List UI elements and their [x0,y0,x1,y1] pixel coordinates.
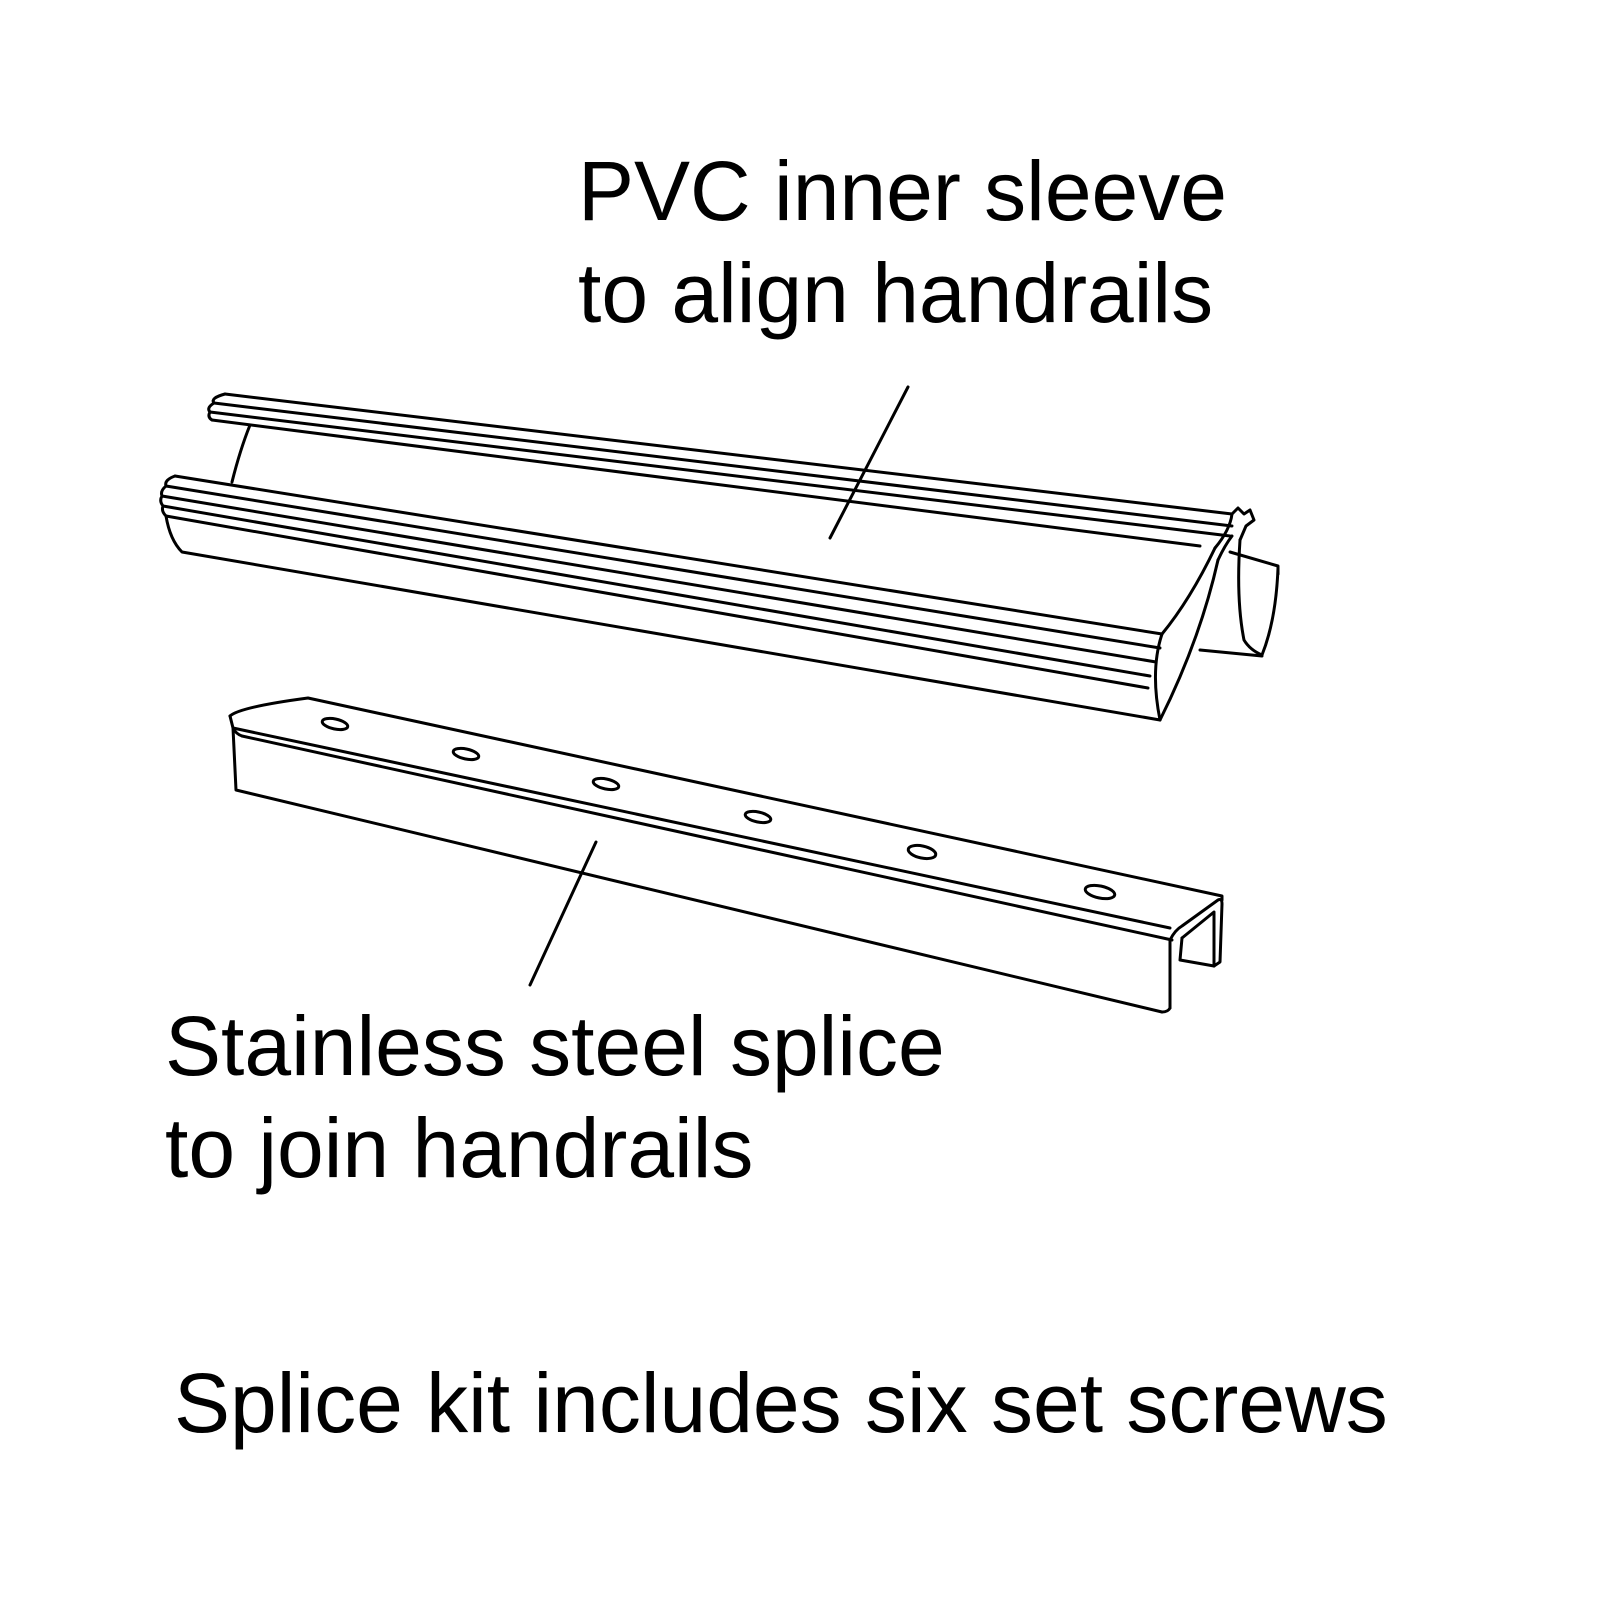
kit-contents-note-text: Splice kit includes six set screws [174,1356,1388,1450]
screw-hole [320,716,350,732]
splice-label: Stainless steel splice to join handrails [165,995,945,1199]
sleeve-back-lip [1228,550,1280,576]
screw-hole [906,843,938,861]
screw-hole [591,776,621,792]
sleeve-label-line2: to align handrails [578,246,1214,340]
kit-contents-note: Splice kit includes six set screws [174,1352,1388,1454]
splice-top-face [228,696,1224,902]
screw-hole [743,809,773,825]
sleeve-bottom-edge [164,514,1162,722]
sleeve-leader-line [828,385,910,540]
sleeve-back-lip-base [1198,648,1264,658]
stainless-steel-splice [228,696,1224,1014]
sleeve-inner-curve-left [230,423,252,484]
screw-hole [451,746,481,762]
sleeve-label-line1: PVC inner sleeve [578,144,1227,238]
splice-label-line1: Stainless steel splice [165,999,945,1093]
sleeve-label: PVC inner sleeve to align handrails [578,140,1227,344]
screw-hole [1083,883,1117,901]
splice-front-face [231,726,1164,1014]
sleeve-end-profile [1154,506,1280,722]
pvc-inner-sleeve [159,392,1280,722]
sleeve-lower-ribs [159,474,1164,690]
splice-screw-holes [320,716,1117,901]
sleeve-upper-ribs [207,392,1234,548]
splice-leader-line [528,840,598,987]
splice-label-line2: to join handrails [165,1101,754,1195]
